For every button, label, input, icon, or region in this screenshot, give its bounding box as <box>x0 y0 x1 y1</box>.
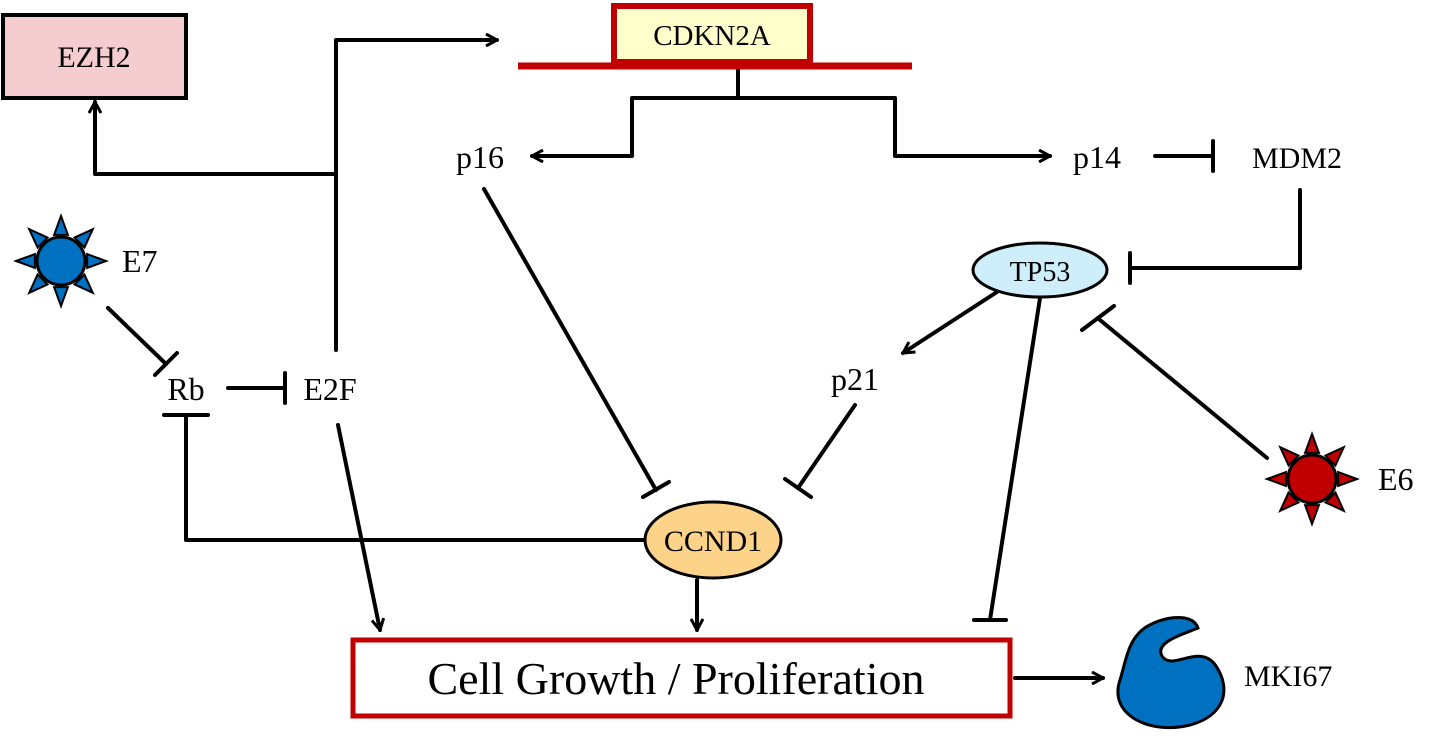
virus-spike <box>13 252 36 270</box>
node-ccnd1: CCND1 <box>643 500 783 580</box>
edge-e6-inhibits-tp53 <box>1080 304 1269 460</box>
edge-tp53-to-p21 <box>903 288 1002 355</box>
edge-cdkn2a-to-p14 <box>736 96 1052 156</box>
virus-spike <box>1264 470 1287 488</box>
edge-ccnd1-inhibits-rb <box>162 413 647 542</box>
virus-spike <box>86 252 109 270</box>
p21-label: p21 <box>831 361 879 397</box>
node-cdkn2a: CDKN2A <box>518 3 912 70</box>
edge-p14-inhibits-mdm2 <box>1153 139 1215 173</box>
rb-label: Rb <box>167 371 204 407</box>
mki67-label: MKI67 <box>1244 660 1332 693</box>
e6-label: E6 <box>1378 461 1414 497</box>
edge-mdm2-inhibits-tp53 <box>1128 188 1302 285</box>
edge-e2f-to-cdkn2a <box>334 40 499 352</box>
ezh2-label: EZH2 <box>57 41 130 74</box>
virus-spike <box>27 272 50 295</box>
virus-spike <box>1303 431 1321 454</box>
virus-spike <box>1323 490 1346 513</box>
edge-tp53-inhibits-cell-growth <box>972 296 1042 622</box>
e7-virus-icon <box>13 213 109 309</box>
edge-cdkn2a-to-p16 <box>530 68 740 156</box>
virus-spike <box>1278 490 1301 513</box>
virus-spike <box>1323 445 1346 468</box>
e7-label: E7 <box>122 243 158 279</box>
ccnd1-label: CCND1 <box>664 525 762 558</box>
virus-spike <box>52 213 70 236</box>
virus-spike <box>1303 504 1321 527</box>
edge-p21-inhibits-ccnd1 <box>783 403 857 499</box>
virus-spike <box>52 286 70 309</box>
node-cell-growth: Cell Growth / Proliferation <box>350 637 1013 719</box>
p16-label: p16 <box>456 139 504 175</box>
node-tp53: TP53 <box>971 241 1109 299</box>
tp53-label: TP53 <box>1010 257 1071 288</box>
edge-e2f-to-ezh2 <box>95 100 338 176</box>
edge-rb-inhibits-e2f <box>226 371 287 405</box>
virus-spike <box>1278 445 1301 468</box>
e6-virus-icon <box>1264 431 1360 527</box>
mdm2-label: MDM2 <box>1252 142 1342 175</box>
cdkn2a-label: CDKN2A <box>653 20 771 52</box>
edge-e2f-to-cell-growth <box>336 423 380 630</box>
e2f-label: E2F <box>303 371 356 407</box>
edge-p16-inhibits-ccnd1 <box>482 187 671 499</box>
virus-spike <box>27 227 50 250</box>
p14-label: p14 <box>1073 139 1121 175</box>
edge-e7-inhibits-rb <box>106 306 179 377</box>
node-ezh2: EZH2 <box>1 13 188 100</box>
node-mki67: MKI67 <box>1116 615 1332 730</box>
virus-spike <box>72 272 95 295</box>
virus-spike <box>72 227 95 250</box>
cell-growth-label: Cell Growth / Proliferation <box>428 653 925 704</box>
virus-spike <box>1337 470 1360 488</box>
